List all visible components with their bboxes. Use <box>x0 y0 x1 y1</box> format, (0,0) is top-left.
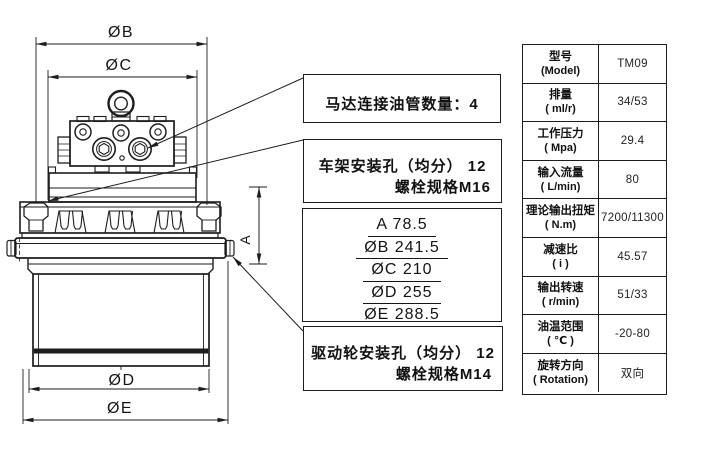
dim-b-label: ØB <box>108 24 134 41</box>
spec-value-speed: 51/33 <box>599 277 666 316</box>
lifting-eye <box>107 89 135 122</box>
spec-label-flow: 输入流量( L/min) <box>523 160 599 200</box>
spec-label-speed: 输出转速( r/min) <box>523 276 599 316</box>
callout-drive-mount: 驱动轮安装孔（均分） 12 螺栓规格M14 <box>303 326 503 391</box>
frame-mount-line2: 螺栓规格M16 <box>394 179 491 196</box>
flange-bolt-right <box>196 202 222 232</box>
pipe-count-text: 马达连接油管数量：4 <box>325 96 479 113</box>
leader-drive-mount <box>232 256 304 332</box>
dim-c-label: ØC <box>106 57 133 74</box>
drive-mount-line1: 驱动轮安装孔（均分） 12 <box>311 345 495 362</box>
drive-mount-line2: 螺栓规格M14 <box>395 366 492 383</box>
dim-e-label: ØE <box>107 400 133 417</box>
dim-list-item-a: A 78.5 <box>303 214 501 237</box>
sprocket-flange <box>19 201 222 234</box>
leader-lines <box>47 77 304 332</box>
dim-d: ØD <box>28 369 210 393</box>
leader-frame-mount <box>47 139 304 202</box>
spec-label-ratio: 减速比( i ) <box>523 237 599 277</box>
callout-pipe-count: 马达连接油管数量：4 <box>303 74 501 123</box>
hub-ring <box>6 232 235 262</box>
oil-port-left <box>92 137 117 162</box>
spec-value-model: TM09 <box>599 45 666 84</box>
spec-value-displacement: 34/53 <box>599 84 666 123</box>
spec-label-torque: 理论输出扭矩( N.m) <box>523 199 599 238</box>
mounting-plate <box>47 166 198 203</box>
dim-d-label: ØD <box>109 372 136 389</box>
spec-label-rotation: 旋转方向( Rotation) <box>523 353 599 393</box>
dim-list-item-b: ØB 241.5 <box>303 237 501 259</box>
spec-value-flow: 80 <box>599 161 666 200</box>
valve-block <box>57 115 187 173</box>
leader-pipe-count <box>147 77 304 149</box>
frame-mount-line1: 车架安装孔（均分） 12 <box>318 158 487 175</box>
dim-list-item-e: ØE 288.5 <box>303 304 501 327</box>
dim-c: ØC <box>47 57 198 200</box>
side-tab-right <box>173 136 187 164</box>
dim-list-item-d: ØD 255 <box>303 282 501 304</box>
spec-table: 型号(Model) TM09 排量( ml/r) 34/53 工作压力( Mpa… <box>522 44 667 395</box>
dim-e: ØE <box>22 261 229 424</box>
flange-bolt-left <box>23 202 49 232</box>
dim-a: A <box>237 186 267 265</box>
callout-dimension-list: A 78.5 ØB 241.5 ØC 210 ØD 255 ØE 288.5 <box>302 208 502 327</box>
side-tab-left <box>57 136 71 164</box>
spec-value-oil-temp: -20-80 <box>599 315 666 354</box>
spec-value-torque: 7200/11300 <box>599 199 666 238</box>
neck-step <box>27 258 214 275</box>
spec-value-ratio: 45.57 <box>599 238 666 277</box>
bolt-boss-circles <box>74 123 167 142</box>
drum-body <box>32 273 210 370</box>
spec-label-oil-temp: 油温范围( ℃ ) <box>523 315 599 354</box>
spec-label-model: 型号(Model) <box>523 45 599 84</box>
spec-value-rotation: 双向 <box>620 368 645 381</box>
spec-value-pressure: 29.4 <box>599 122 666 161</box>
dim-list-item-c: ØC 210 <box>303 259 501 282</box>
dim-a-label: A <box>237 235 253 245</box>
callout-frame-mount: 车架安装孔（均分） 12 螺栓规格M16 <box>303 139 502 203</box>
spec-label-displacement: 排量( ml/r) <box>523 83 599 123</box>
spec-label-pressure: 工作压力( Mpa) <box>523 122 599 161</box>
dim-b: ØB <box>35 24 208 205</box>
oil-port-right <box>128 137 153 162</box>
